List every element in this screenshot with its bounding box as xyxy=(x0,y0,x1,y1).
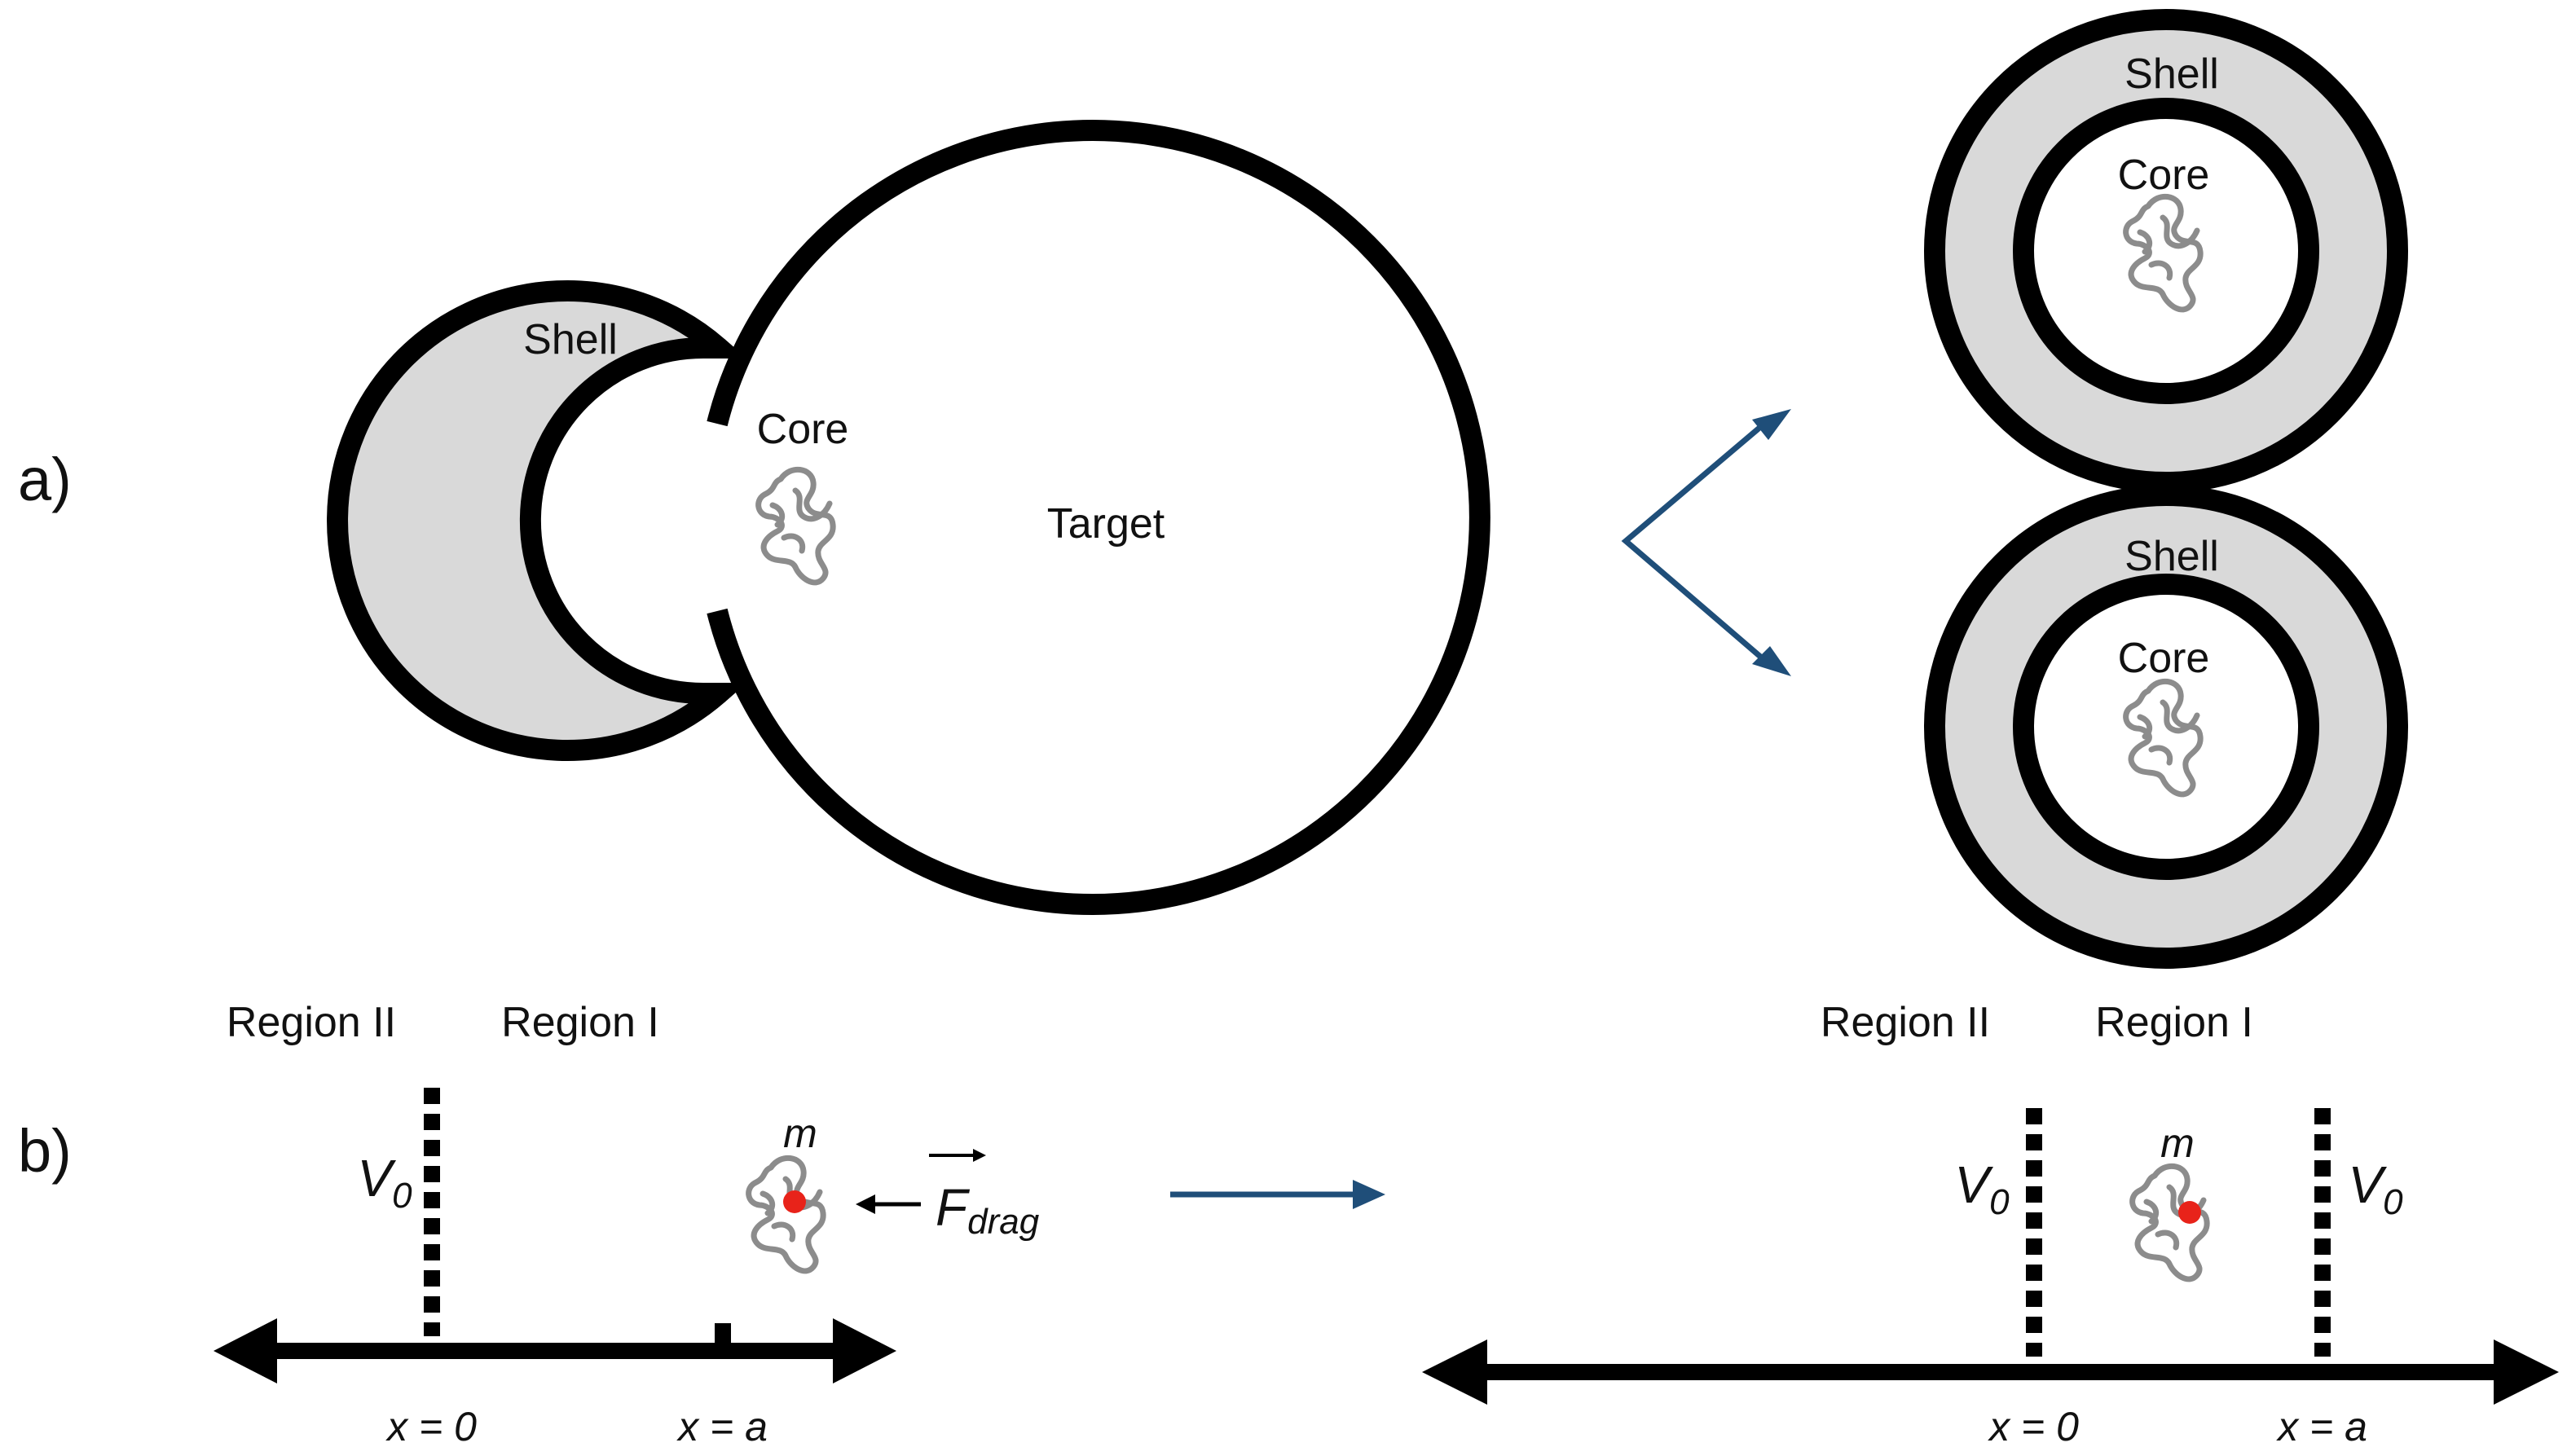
left-shell-label: Shell xyxy=(523,316,618,363)
left-xa-label: x = a xyxy=(676,1404,768,1449)
right-region-i-label: Region I xyxy=(2095,999,2253,1046)
particle-dot xyxy=(2178,1201,2201,1224)
right-v0-left-label: V0 xyxy=(1954,1155,2010,1222)
left-core-label: Core xyxy=(757,406,849,453)
transition-arrow-icon xyxy=(1170,1180,1385,1209)
potential-well-right: Region II Region I V0 V0 x = 0 x = a m xyxy=(1422,999,2559,1449)
polymer-coil-icon xyxy=(2133,1166,2208,1279)
left-mass-label: m xyxy=(783,1111,817,1156)
panel-b-label: b) xyxy=(18,1117,72,1185)
bottom-shell-label: Shell xyxy=(2124,533,2219,580)
left-v0-label: V0 xyxy=(357,1149,412,1216)
particle-dot xyxy=(783,1190,806,1213)
left-x0-label: x = 0 xyxy=(385,1404,477,1449)
right-v0-right-label: V0 xyxy=(2348,1155,2403,1222)
core-shell-particle-top: Shell Core xyxy=(1924,9,2408,493)
target-label: Target xyxy=(1047,500,1165,548)
top-shell-label: Shell xyxy=(2124,51,2219,98)
transition-arrow-icon xyxy=(1621,409,1791,676)
right-region-ii-label: Region II xyxy=(1821,999,1990,1046)
right-x0-label: x = 0 xyxy=(1988,1404,2079,1449)
panel-a-label: a) xyxy=(18,446,72,513)
fusing-shell-assembly: Shell Core Target xyxy=(327,120,1490,915)
target-membrane xyxy=(707,120,1490,915)
potential-step-left: Region II Region I V0 x = 0 x = a m Fdra… xyxy=(214,999,1040,1449)
right-mass-label: m xyxy=(2160,1120,2195,1166)
split-shell xyxy=(327,280,747,761)
core-shell-particle-bottom: Shell Core xyxy=(1924,485,2408,969)
left-region-i-label: Region I xyxy=(501,999,659,1046)
bottom-core-label: Core xyxy=(2118,635,2210,682)
drag-force-label: Fdrag xyxy=(936,1178,1040,1242)
top-core-label: Core xyxy=(2118,152,2210,199)
left-region-ii-label: Region II xyxy=(227,999,396,1046)
polymer-coil-icon xyxy=(749,1158,824,1271)
right-xa-label: x = a xyxy=(2276,1404,2367,1449)
